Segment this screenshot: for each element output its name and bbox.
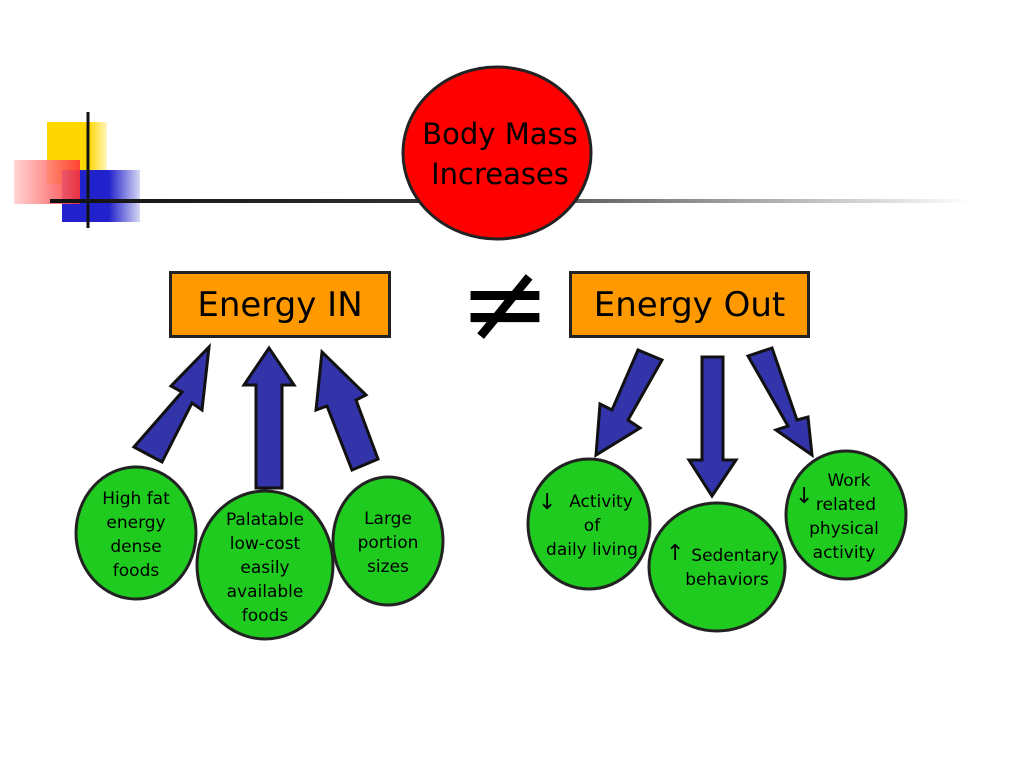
factor-line: dense xyxy=(110,537,162,557)
factor-circle-portion xyxy=(331,475,445,607)
factor-line: daily living xyxy=(546,540,638,560)
factor-circle-daily-living xyxy=(526,457,652,591)
arrow-energy-out-to-sedentary xyxy=(686,355,739,499)
factor-line: Sedentary xyxy=(691,546,779,566)
factor-high-fat-text: High fat energy dense foods xyxy=(86,487,186,583)
arrow-energy-out-to-daily-living xyxy=(594,348,665,458)
factor-circle-sedentary xyxy=(647,501,787,633)
body-mass-title-line2: Increases xyxy=(431,157,569,191)
down-arrow-indicator: ↓ xyxy=(795,484,814,509)
factor-palatable-text: Palatable low-cost easily available food… xyxy=(210,508,320,628)
factor-work-text: Work related physical activity xyxy=(796,469,892,565)
arrow-energy-out-to-work-activity xyxy=(745,346,814,459)
factor-line: energy xyxy=(106,513,166,533)
factor-line: Work xyxy=(827,471,871,491)
factor-line: sizes xyxy=(367,557,409,577)
factor-daily-living-text: Activity of daily living xyxy=(536,490,648,562)
not-equal-symbol: ≠ xyxy=(458,239,552,367)
arrow-palatable-foods-to-energy-in xyxy=(241,345,297,490)
body-mass-title: Body Mass Increases xyxy=(405,114,595,194)
factor-line: High fat xyxy=(102,489,170,509)
factor-line: related xyxy=(815,495,877,515)
body-mass-circle xyxy=(401,65,593,241)
deco-red-square xyxy=(14,160,80,204)
body-mass-title-line1: Body Mass xyxy=(422,117,578,151)
factor-line: Palatable xyxy=(225,510,305,530)
factor-line: behaviors xyxy=(685,570,769,590)
factor-line: Activity xyxy=(569,492,633,512)
factor-portion-text: Large portion sizes xyxy=(340,507,436,579)
factor-circle-work xyxy=(784,449,908,581)
factor-circle-high-fat xyxy=(74,465,198,601)
energy-out-box: Energy Out xyxy=(569,271,810,338)
arrow-fat-foods-to-energy-in xyxy=(131,342,211,465)
factor-circle-palatable xyxy=(195,489,335,641)
factor-line: available xyxy=(226,582,304,602)
factor-line: low-cost xyxy=(229,534,301,554)
down-arrow-indicator: ↓ xyxy=(538,490,557,515)
factor-line: Large xyxy=(364,509,412,529)
factor-sedentary-text: Sedentary behaviors xyxy=(668,544,786,592)
energy-in-box: Energy IN xyxy=(169,271,391,338)
factor-line: easily xyxy=(240,558,290,578)
up-arrow-indicator: ↑ xyxy=(666,541,685,566)
factor-line: of xyxy=(583,516,601,536)
factor-line: portion xyxy=(357,533,419,553)
factor-line: activity xyxy=(812,543,876,563)
factor-line: physical xyxy=(809,519,879,539)
energy-in-label: Energy IN xyxy=(197,284,363,325)
arrow-portion-sizes-to-energy-in xyxy=(314,348,380,472)
factor-line: foods xyxy=(241,606,289,626)
factor-line: foods xyxy=(112,561,160,581)
energy-out-label: Energy Out xyxy=(593,284,786,325)
